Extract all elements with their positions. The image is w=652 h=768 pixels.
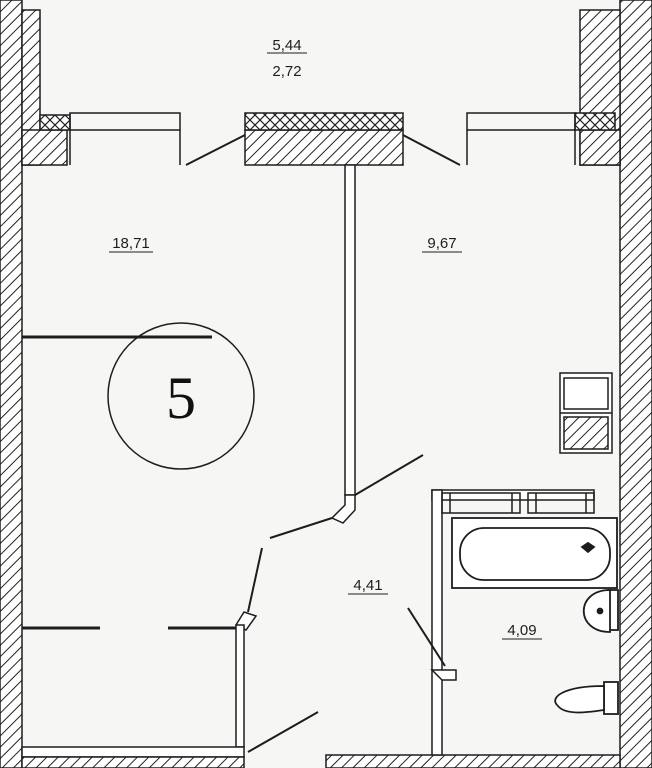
- balcony-area: 5,44: [272, 37, 301, 54]
- apartment-number: 5: [166, 365, 196, 431]
- balcony-doors: [185, 134, 461, 166]
- bottom-wall: [21, 746, 621, 768]
- entrance-door: [247, 711, 319, 753]
- front-wall: [21, 112, 621, 166]
- balcony-area-secondary: 2,72: [272, 63, 301, 80]
- kitchen-area: 9,67: [427, 235, 456, 252]
- main-room-area: 18,71: [112, 235, 150, 252]
- partition-wall: [330, 164, 356, 524]
- apartment-number-badge: 5: [107, 322, 255, 470]
- bathroom-area: 4,09: [507, 622, 536, 639]
- stove-icon: [559, 372, 613, 454]
- toilet-icon: [554, 681, 619, 715]
- wall-right: [619, 0, 652, 768]
- sink-icon: [583, 589, 619, 633]
- room-door: [234, 547, 263, 748]
- bathroom-walls: [430, 489, 595, 756]
- bathroom-door: [407, 607, 446, 667]
- wall-left: [0, 0, 23, 768]
- kitchen-door: [269, 454, 424, 539]
- hallway-area: 4,41: [353, 577, 382, 594]
- bathtub-icon: [451, 517, 618, 589]
- room-divider: [22, 335, 236, 630]
- room-labels: 5,44 2,72 18,71 9,67 4,41 4,09: [109, 37, 542, 640]
